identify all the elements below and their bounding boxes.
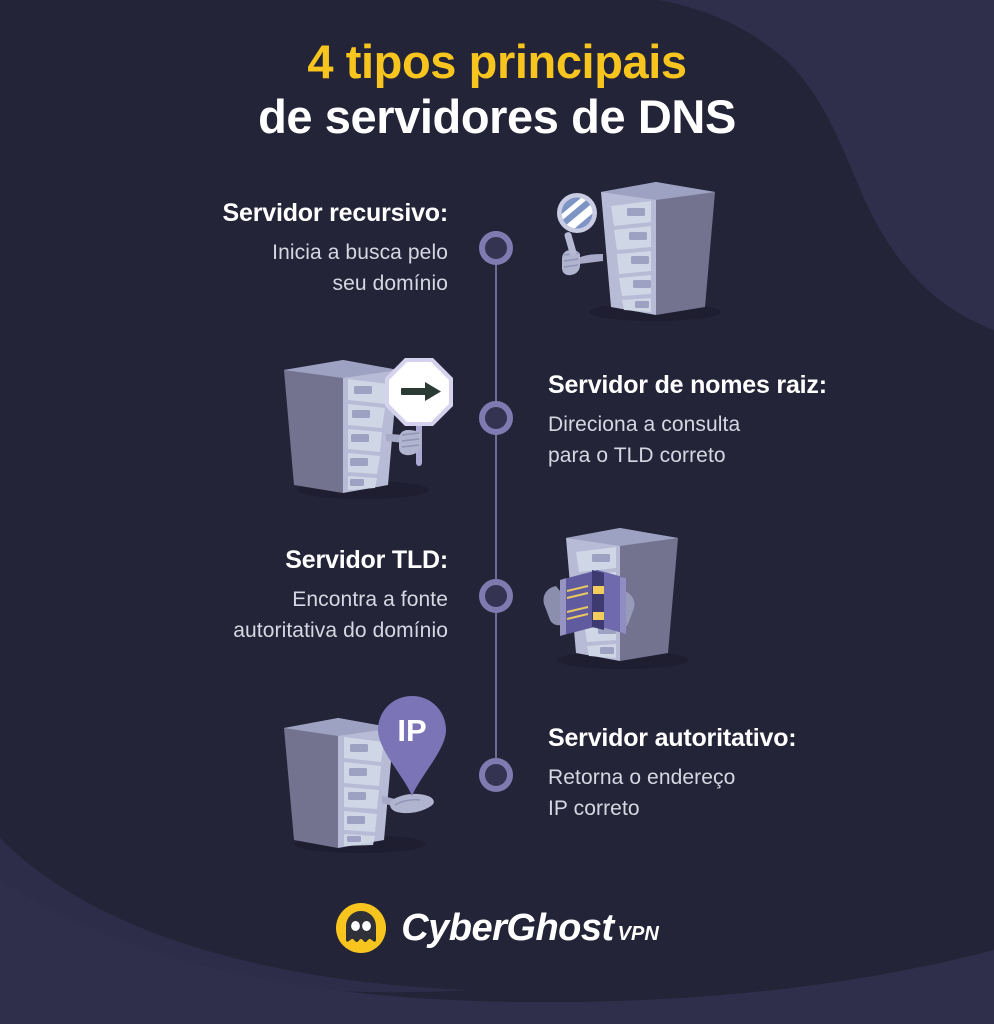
step-4-heading: Servidor autoritativo: [548,724,797,752]
timeline-dot-2 [479,401,513,435]
ip-pin-label: IP [397,713,426,748]
step-1-text-block: Servidor recursivo: Inicia a busca pelo … [222,198,449,299]
open-book-icon [560,570,626,636]
step-3-body-line-1: Encontra a fonte [292,588,448,612]
step-2-body-line-1: Direciona a consulta [548,413,741,437]
ip-map-pin-icon: IP [378,696,446,796]
ghost-mascot-icon [336,903,387,953]
title-line-2: de servidores de DNS [258,90,736,144]
illustration-server-with-arrow-sign [284,358,453,499]
illustration-server-with-ip-pin: IP [284,696,446,853]
illustration-server-with-book [543,528,689,669]
step-3-text-block: Servidor TLD: Encontra a fonte autoritat… [233,545,448,646]
page-title: 4 tipos principais de servidores de DNS [0,34,994,145]
step-2-text-block: Servidor de nomes raiz: Direciona a cons… [548,370,827,471]
logo-suffix: VPN [617,922,659,945]
illustration-server-with-magnifying-glass [557,182,721,321]
step-1-body-line-2: seu domínio [332,271,448,295]
hand-shape [399,430,421,456]
step-1-heading: Servidor recursivo: [222,199,449,227]
title-line-1: 4 tipos principais [307,35,687,88]
timeline-dot-4 [479,758,513,792]
step-4-body-line-2: IP correto [548,796,640,820]
step-1-body-line-1: Inicia a busca pelo [272,241,448,265]
step-4-body-line-1: Retorna o endereço [548,766,736,790]
cyberghost-logo: CyberGhost VPN [0,902,994,954]
step-2-heading: Servidor de nomes raiz: [548,371,827,399]
step-2-body-line-2: para o TLD correto [548,443,726,467]
open-hand-shape [389,793,434,814]
step-3-body-line-2: autoritativa do domínio [233,618,448,642]
timeline-connector [495,248,497,782]
arrow-right-sign-icon [385,358,453,426]
step-3-heading: Servidor TLD: [285,546,448,574]
timeline-dot-1 [479,231,513,265]
magnifier-icon [557,193,597,233]
timeline-dot-3 [479,579,513,613]
step-4-text-block: Servidor autoritativo: Retorna o endereç… [548,723,797,824]
logo-wordmark: CyberGhost [401,906,614,949]
